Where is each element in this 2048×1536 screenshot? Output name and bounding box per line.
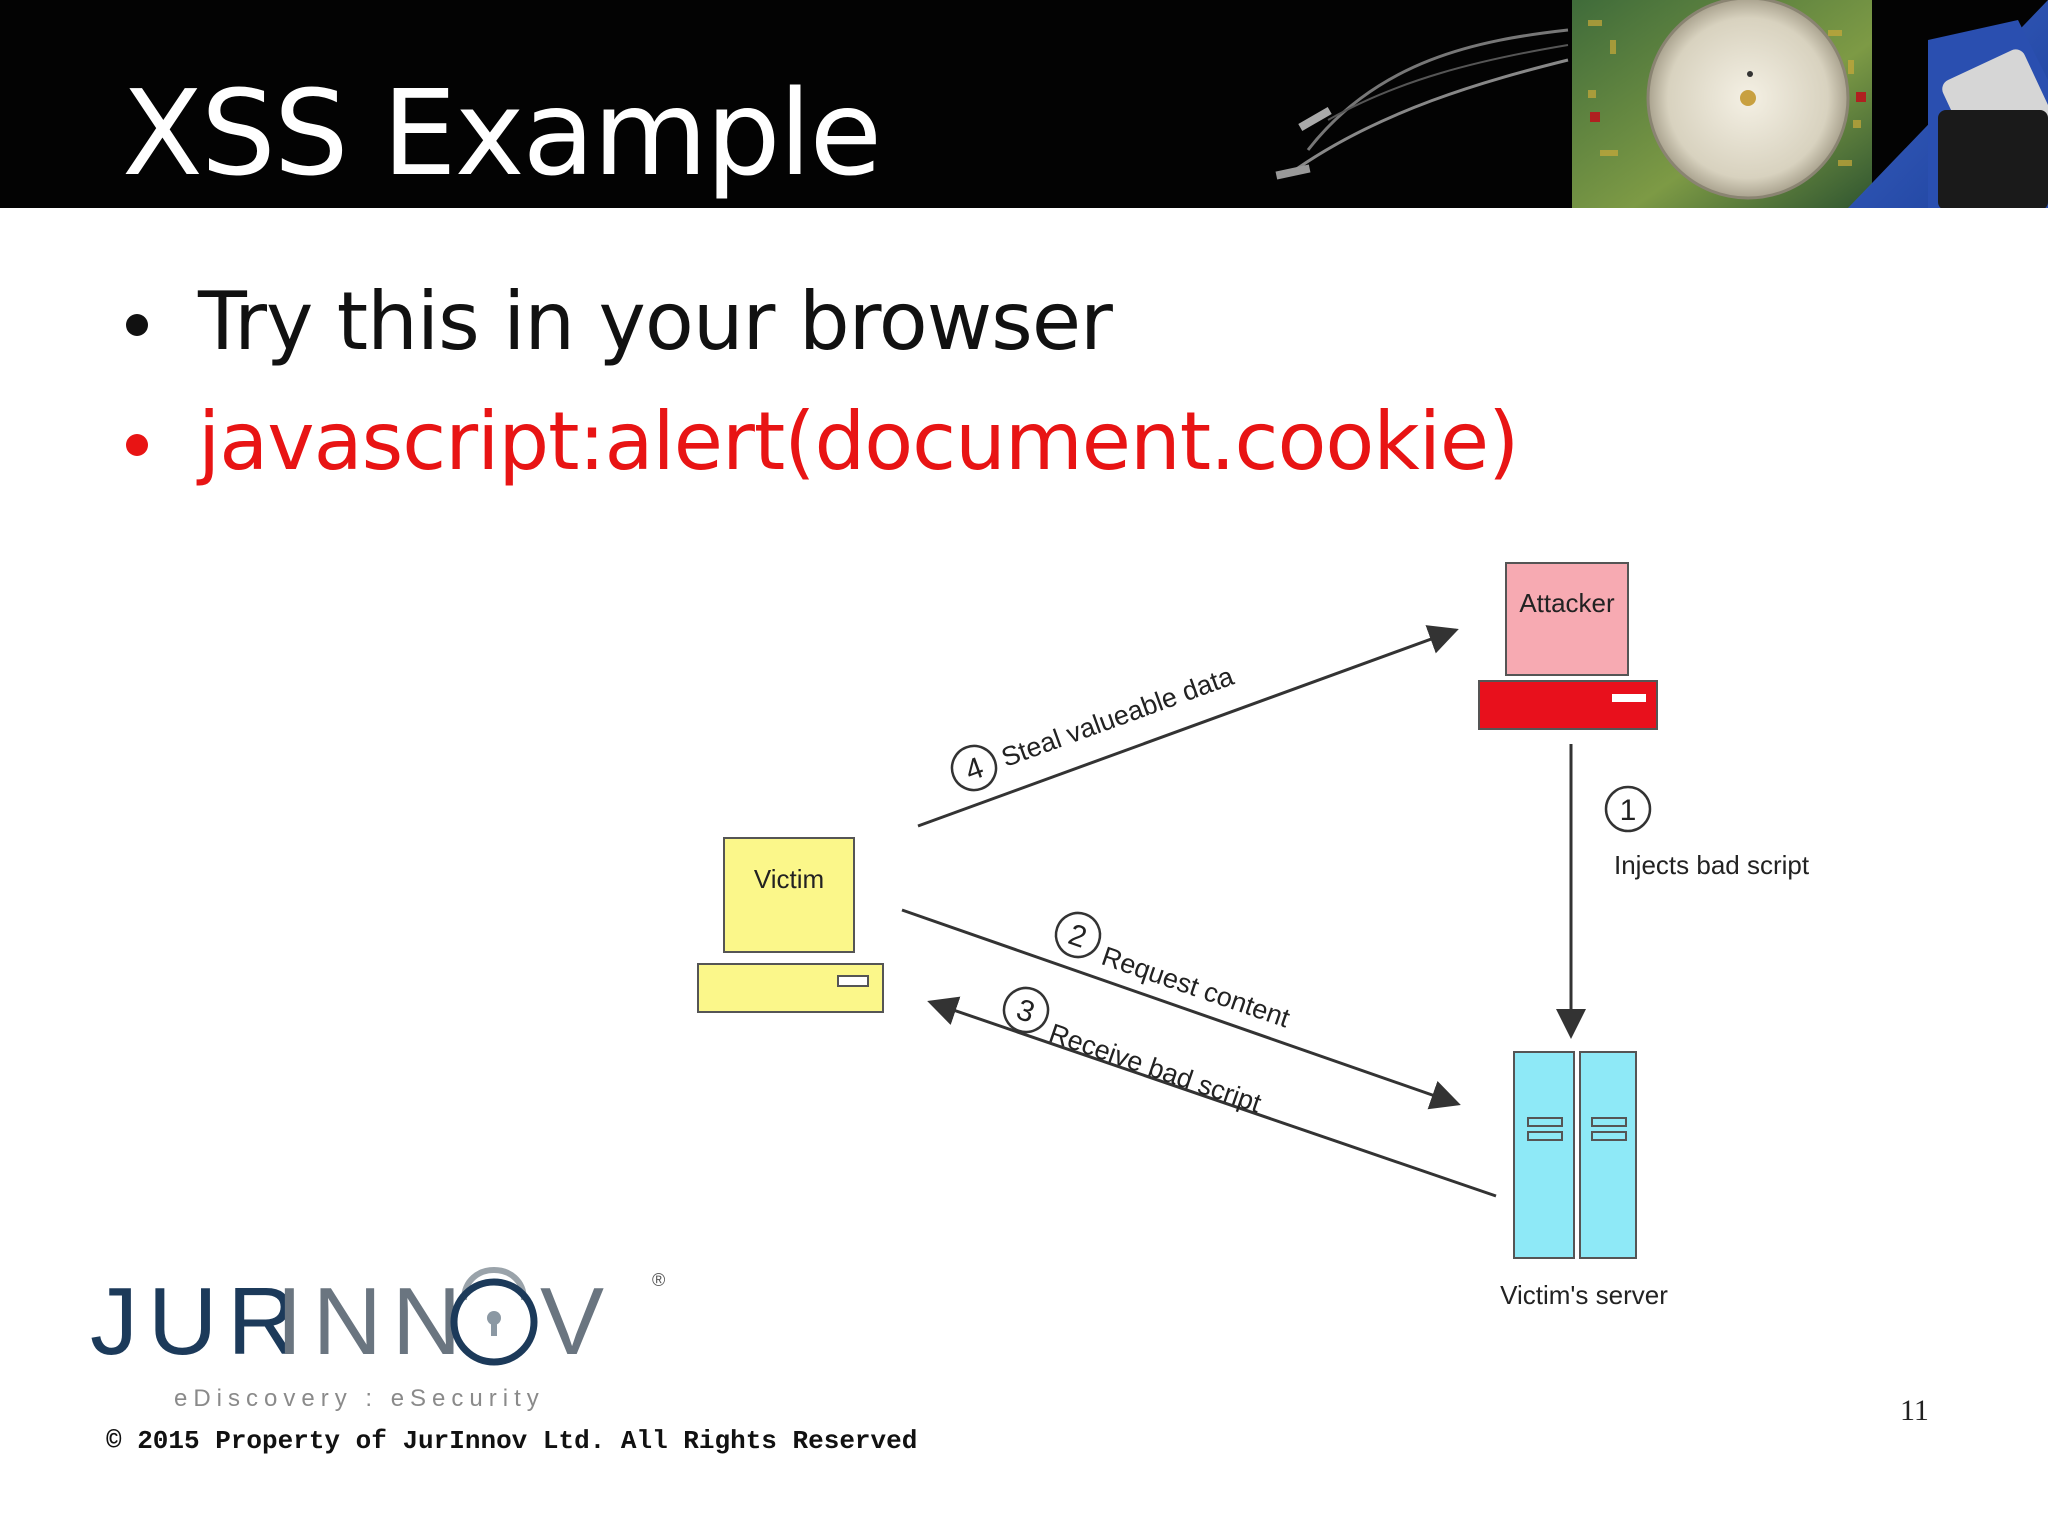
slide-title: XSS Example	[122, 64, 882, 202]
server-label: Victim's server	[1500, 1280, 1668, 1310]
attacker-label: Attacker	[1519, 588, 1615, 618]
lock-icon	[450, 1267, 538, 1366]
victim-base	[697, 963, 884, 1013]
server-rack-right	[1579, 1051, 1637, 1259]
step-1: 1 Injects bad script	[1604, 785, 1810, 880]
step-3-badge	[1002, 986, 1050, 1034]
bullet-javascript-payload: javascript:alert(document.cookie)	[122, 382, 1519, 502]
step-1-number: 1	[1620, 794, 1637, 827]
victim-monitor	[723, 837, 855, 953]
step-4-badge	[950, 744, 998, 792]
attacker-computer: Attacker	[1478, 562, 1658, 730]
step-1-label: Injects bad script	[1614, 850, 1810, 880]
step-4-label: Steal valueable data	[997, 661, 1238, 773]
attacker-monitor	[1505, 562, 1629, 676]
logo-tagline: eDiscovery : eSecurity	[174, 1385, 545, 1412]
step-2-badge	[1054, 911, 1102, 959]
slide-header: XSS Example	[0, 0, 2048, 208]
copyright-notice: © 2015 Property of JurInnov Ltd. All Rig…	[106, 1426, 918, 1456]
logo-text-jur: JUR	[90, 1268, 307, 1375]
logo-text-v: V	[540, 1268, 604, 1375]
victim-drive-slot	[837, 975, 869, 987]
header-hardware-photo	[1275, 0, 2048, 208]
victim-label: Victim	[754, 864, 824, 894]
logo-registered-mark: ®	[652, 1270, 665, 1290]
attacker-base	[1478, 680, 1658, 730]
logo-text-inn: INN	[276, 1268, 471, 1375]
bullet-try-in-browser: Try this in your browser	[122, 262, 1518, 382]
server-rack-left	[1513, 1051, 1575, 1259]
attacker-drive-slot	[1612, 694, 1646, 702]
bullet-list: Try this in your browser javascript:aler…	[122, 262, 1519, 502]
step-2: 2 Request content	[1054, 911, 1294, 1034]
arrow-receive-bad-script	[927, 996, 1497, 1198]
arrow-steal-data	[917, 625, 1459, 828]
arrow-request-content	[901, 908, 1461, 1110]
jurinnov-logo: JUR INN V ® eDiscovery : eSecurity	[90, 1267, 665, 1412]
step-1-badge	[1604, 785, 1652, 833]
victim-computer: Victim	[697, 837, 884, 1013]
page-number: 11	[1900, 1394, 1929, 1427]
step-3-label: Receive bad script	[1045, 1018, 1265, 1119]
victim-server: Victim's server	[1500, 1051, 1668, 1310]
